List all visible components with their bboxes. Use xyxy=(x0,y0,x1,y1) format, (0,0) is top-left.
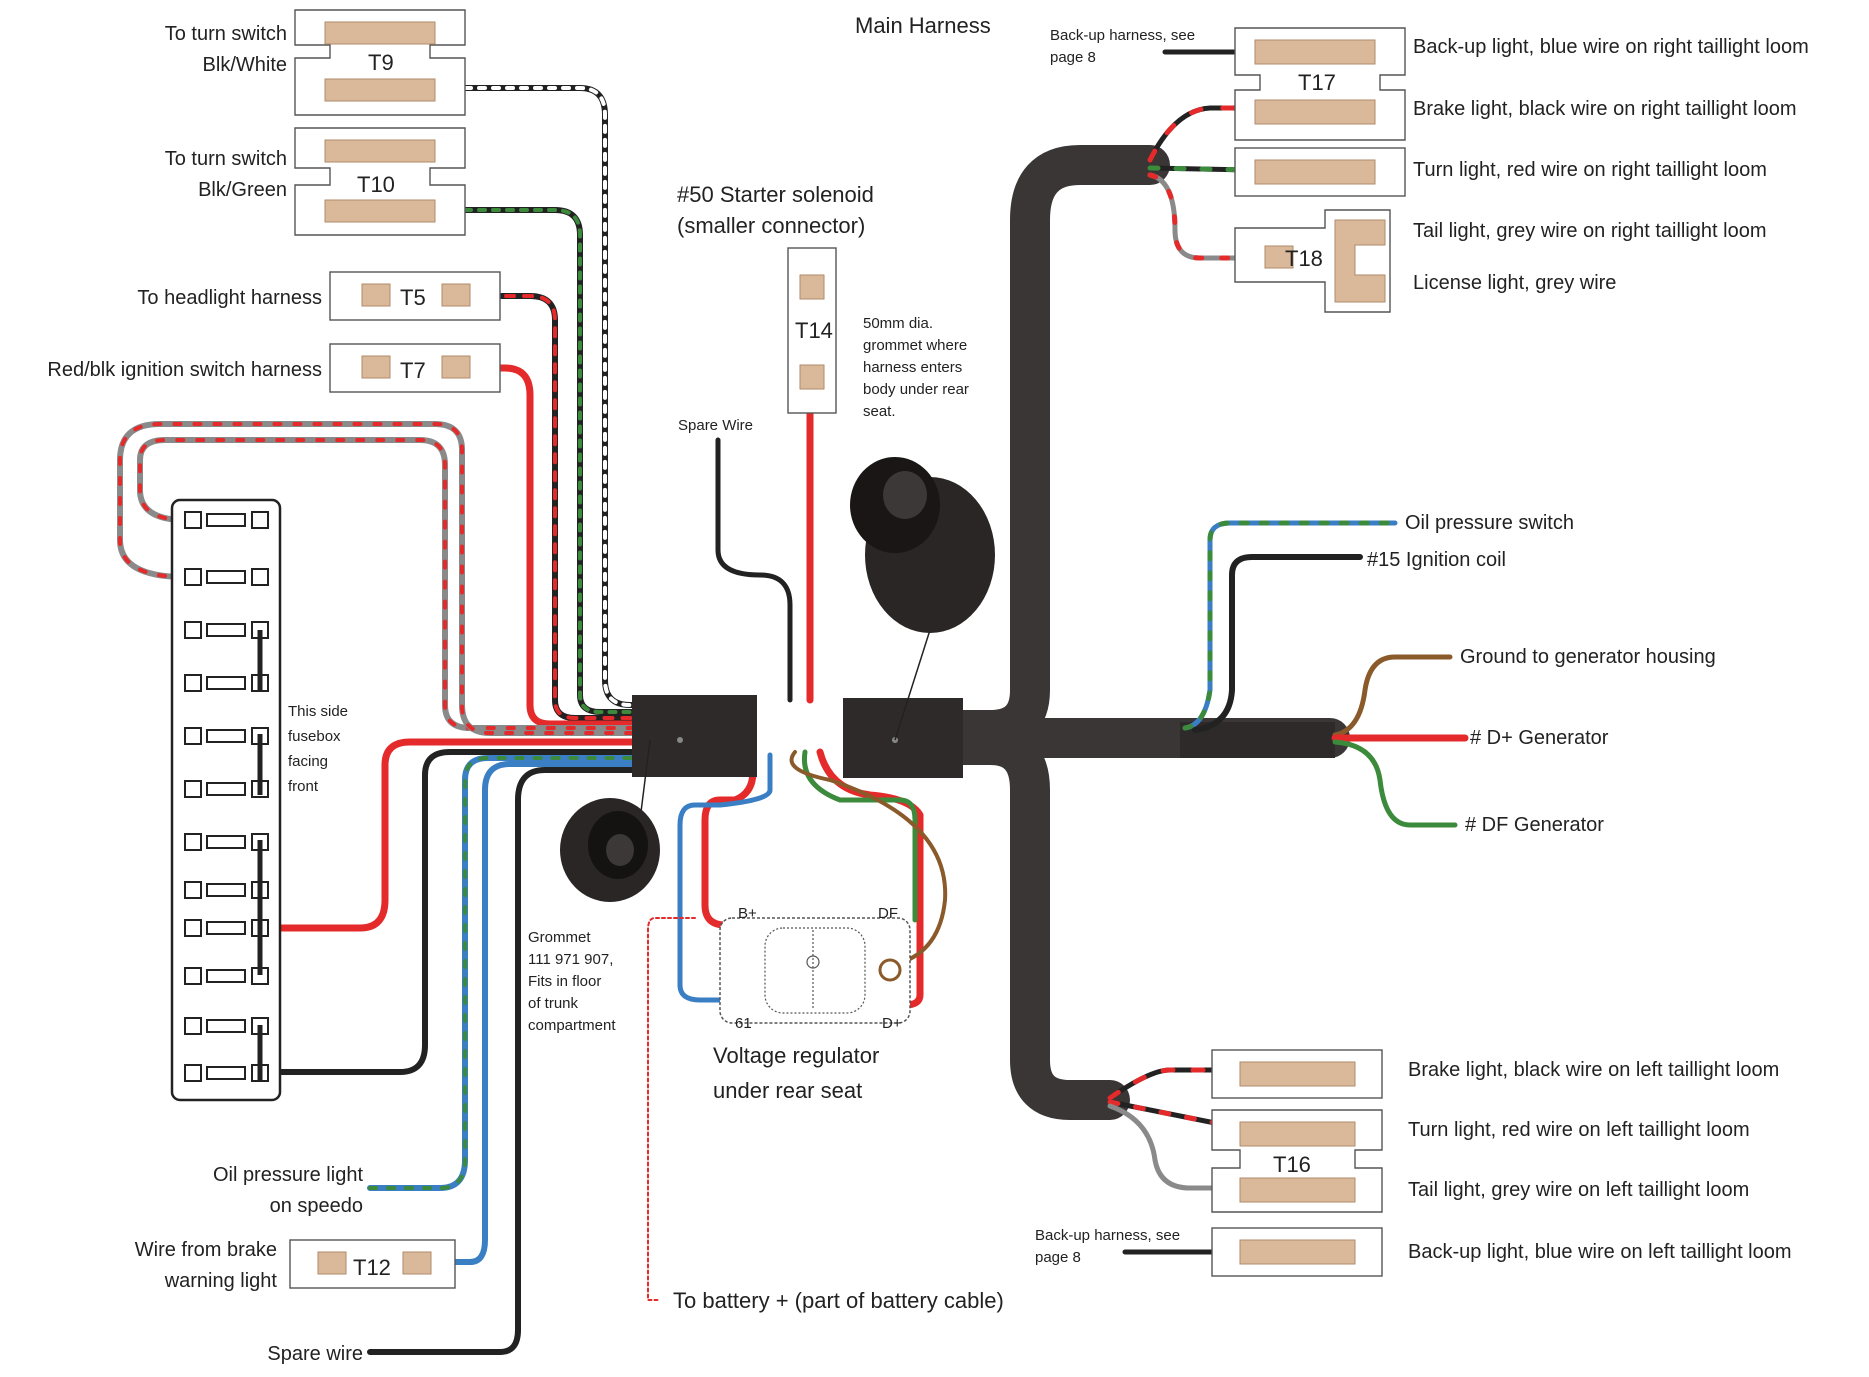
fusebox-note-line3: facing xyxy=(288,753,328,770)
engine-item-1: Oil pressure switch xyxy=(1405,512,1574,534)
regulator-terminal-bplus: B+ xyxy=(738,905,757,922)
connector-t9: T9 xyxy=(294,9,466,116)
grommet-trunk-line1: Grommet xyxy=(528,929,591,946)
connector-right-turn xyxy=(1234,147,1406,197)
fusebox-note-line2: fusebox xyxy=(288,728,341,745)
fusebox-note-line4: front xyxy=(288,778,319,795)
fuse-row-5 xyxy=(184,727,269,745)
fuse-row-10 xyxy=(184,967,269,985)
fuse-row-2 xyxy=(184,568,269,586)
t10-label-line1: To turn switch xyxy=(165,148,287,170)
grommet-50-line2: grommet where xyxy=(863,337,967,354)
engine-item-3: Ground to generator housing xyxy=(1460,646,1716,668)
right-rear-item-4: Tail light, grey wire on right taillight… xyxy=(1413,220,1767,242)
t9-label-line1: To turn switch xyxy=(165,23,287,45)
fuse-row-3 xyxy=(184,621,269,639)
fuse-row-1 xyxy=(184,511,269,529)
left-harness-wires xyxy=(117,85,814,1355)
connector-t18: T18 xyxy=(1234,209,1391,313)
left-rear-item-4: Back-up light, blue wire on left taillig… xyxy=(1408,1241,1792,1263)
connector-t10: T10 xyxy=(294,127,466,236)
left-rear-item-2: Turn light, red wire on left taillight l… xyxy=(1408,1119,1750,1141)
grommet-trunk-line4: of trunk xyxy=(528,995,579,1012)
fuse-row-6 xyxy=(184,780,269,798)
engine-item-5: # DF Generator xyxy=(1465,814,1604,836)
right-rear-item-1: Back-up light, blue wire on right tailli… xyxy=(1413,36,1809,58)
t12-label-line2: warning light xyxy=(164,1270,278,1292)
right-backup-harness-line2: page 8 xyxy=(1050,49,1096,66)
battery-label: To battery + (part of battery cable) xyxy=(673,1288,1004,1313)
left-backup-harness-line2: page 8 xyxy=(1035,1249,1081,1266)
t12-label-line1: Wire from brake xyxy=(135,1239,277,1261)
fuse-row-8 xyxy=(184,881,269,899)
connector-t18-id: T18 xyxy=(1285,246,1323,271)
voltage-regulator: B+ DF 61 D+ xyxy=(719,905,911,1032)
connector-t14: T14 xyxy=(787,247,837,414)
right-taillight-wires xyxy=(1147,49,1253,261)
connector-t7-id: T7 xyxy=(400,358,426,383)
t9-label-line2: Blk/White xyxy=(203,54,287,76)
connector-t5-id: T5 xyxy=(400,285,426,310)
connector-t7: T7 xyxy=(329,343,501,393)
connector-t16: T16 xyxy=(1211,1049,1383,1277)
diagram-title: Main Harness xyxy=(855,13,991,38)
oil-light-line2: on speedo xyxy=(270,1195,363,1217)
t7-label: Red/blk ignition switch harness xyxy=(47,359,322,381)
right-rear-item-3: Turn light, red wire on right taillight … xyxy=(1413,159,1767,181)
harness-sleeves xyxy=(632,629,963,821)
oil-light-line1: Oil pressure light xyxy=(213,1164,364,1186)
regulator-label-line1: Voltage regulator xyxy=(713,1043,879,1068)
grommet-trunk-icon xyxy=(560,798,660,902)
grommet-trunk-line3: Fits in floor xyxy=(528,973,601,990)
regulator-terminal-df: DF xyxy=(878,905,898,922)
connector-t5: T5 xyxy=(329,271,501,321)
engine-item-4: # D+ Generator xyxy=(1470,727,1609,749)
regulator-terminal-dplus: D+ xyxy=(882,1015,902,1032)
regulator-label-line2: under rear seat xyxy=(713,1078,862,1103)
connector-t9-id: T9 xyxy=(368,50,394,75)
grommet-50-line4: body under rear xyxy=(863,381,969,398)
connector-t12: T12 xyxy=(289,1239,456,1289)
connector-t12-id: T12 xyxy=(353,1255,391,1280)
left-rear-item-1: Brake light, black wire on left tailligh… xyxy=(1408,1059,1779,1081)
engine-wires xyxy=(1182,520,1469,828)
grommet-50-line3: harness enters xyxy=(863,359,962,376)
fuse-row-7 xyxy=(184,833,269,851)
t10-label-line2: Blk/Green xyxy=(198,179,287,201)
right-backup-harness-line1: Back-up harness, see xyxy=(1050,27,1195,44)
spare-wire-bottom-label: Spare wire xyxy=(267,1343,363,1365)
grommet-50-line5: seat. xyxy=(863,403,896,420)
fuse-row-9 xyxy=(184,919,269,937)
fuse-row-4 xyxy=(184,674,269,692)
grommet-trunk-line5: compartment xyxy=(528,1017,616,1034)
fusebox-note-line1: This side xyxy=(288,703,348,720)
t14-label-line1: #50 Starter solenoid xyxy=(677,182,874,207)
fusebox xyxy=(170,498,282,1102)
engine-item-2: #15 Ignition coil xyxy=(1367,549,1506,571)
right-rear-item-5: License light, grey wire xyxy=(1413,272,1616,294)
connector-t16-id: T16 xyxy=(1273,1152,1311,1177)
right-rear-item-2: Brake light, black wire on right taillig… xyxy=(1413,98,1797,120)
left-backup-harness-line1: Back-up harness, see xyxy=(1035,1227,1180,1244)
connector-t17-id: T17 xyxy=(1298,70,1336,95)
connector-t14-id: T14 xyxy=(795,318,833,343)
grommet-50-line1: 50mm dia. xyxy=(863,315,933,332)
connector-t17: T17 xyxy=(1234,27,1406,141)
connector-t10-id: T10 xyxy=(357,172,395,197)
left-rear-item-3: Tail light, grey wire on left taillight … xyxy=(1408,1179,1749,1201)
grommet-50mm-icon xyxy=(850,457,995,633)
grommet-trunk-line2: 111 971 907, xyxy=(528,951,613,968)
regulator-wires xyxy=(647,748,948,1301)
spare-wire-top-label: Spare Wire xyxy=(678,417,753,434)
fuse-row-11 xyxy=(184,1017,269,1035)
t14-label-line2: (smaller connector) xyxy=(677,213,865,238)
regulator-terminal-61: 61 xyxy=(735,1015,752,1032)
main-harness xyxy=(940,145,1350,1120)
t5-label: To headlight harness xyxy=(137,287,322,309)
fuse-row-12 xyxy=(184,1064,269,1082)
